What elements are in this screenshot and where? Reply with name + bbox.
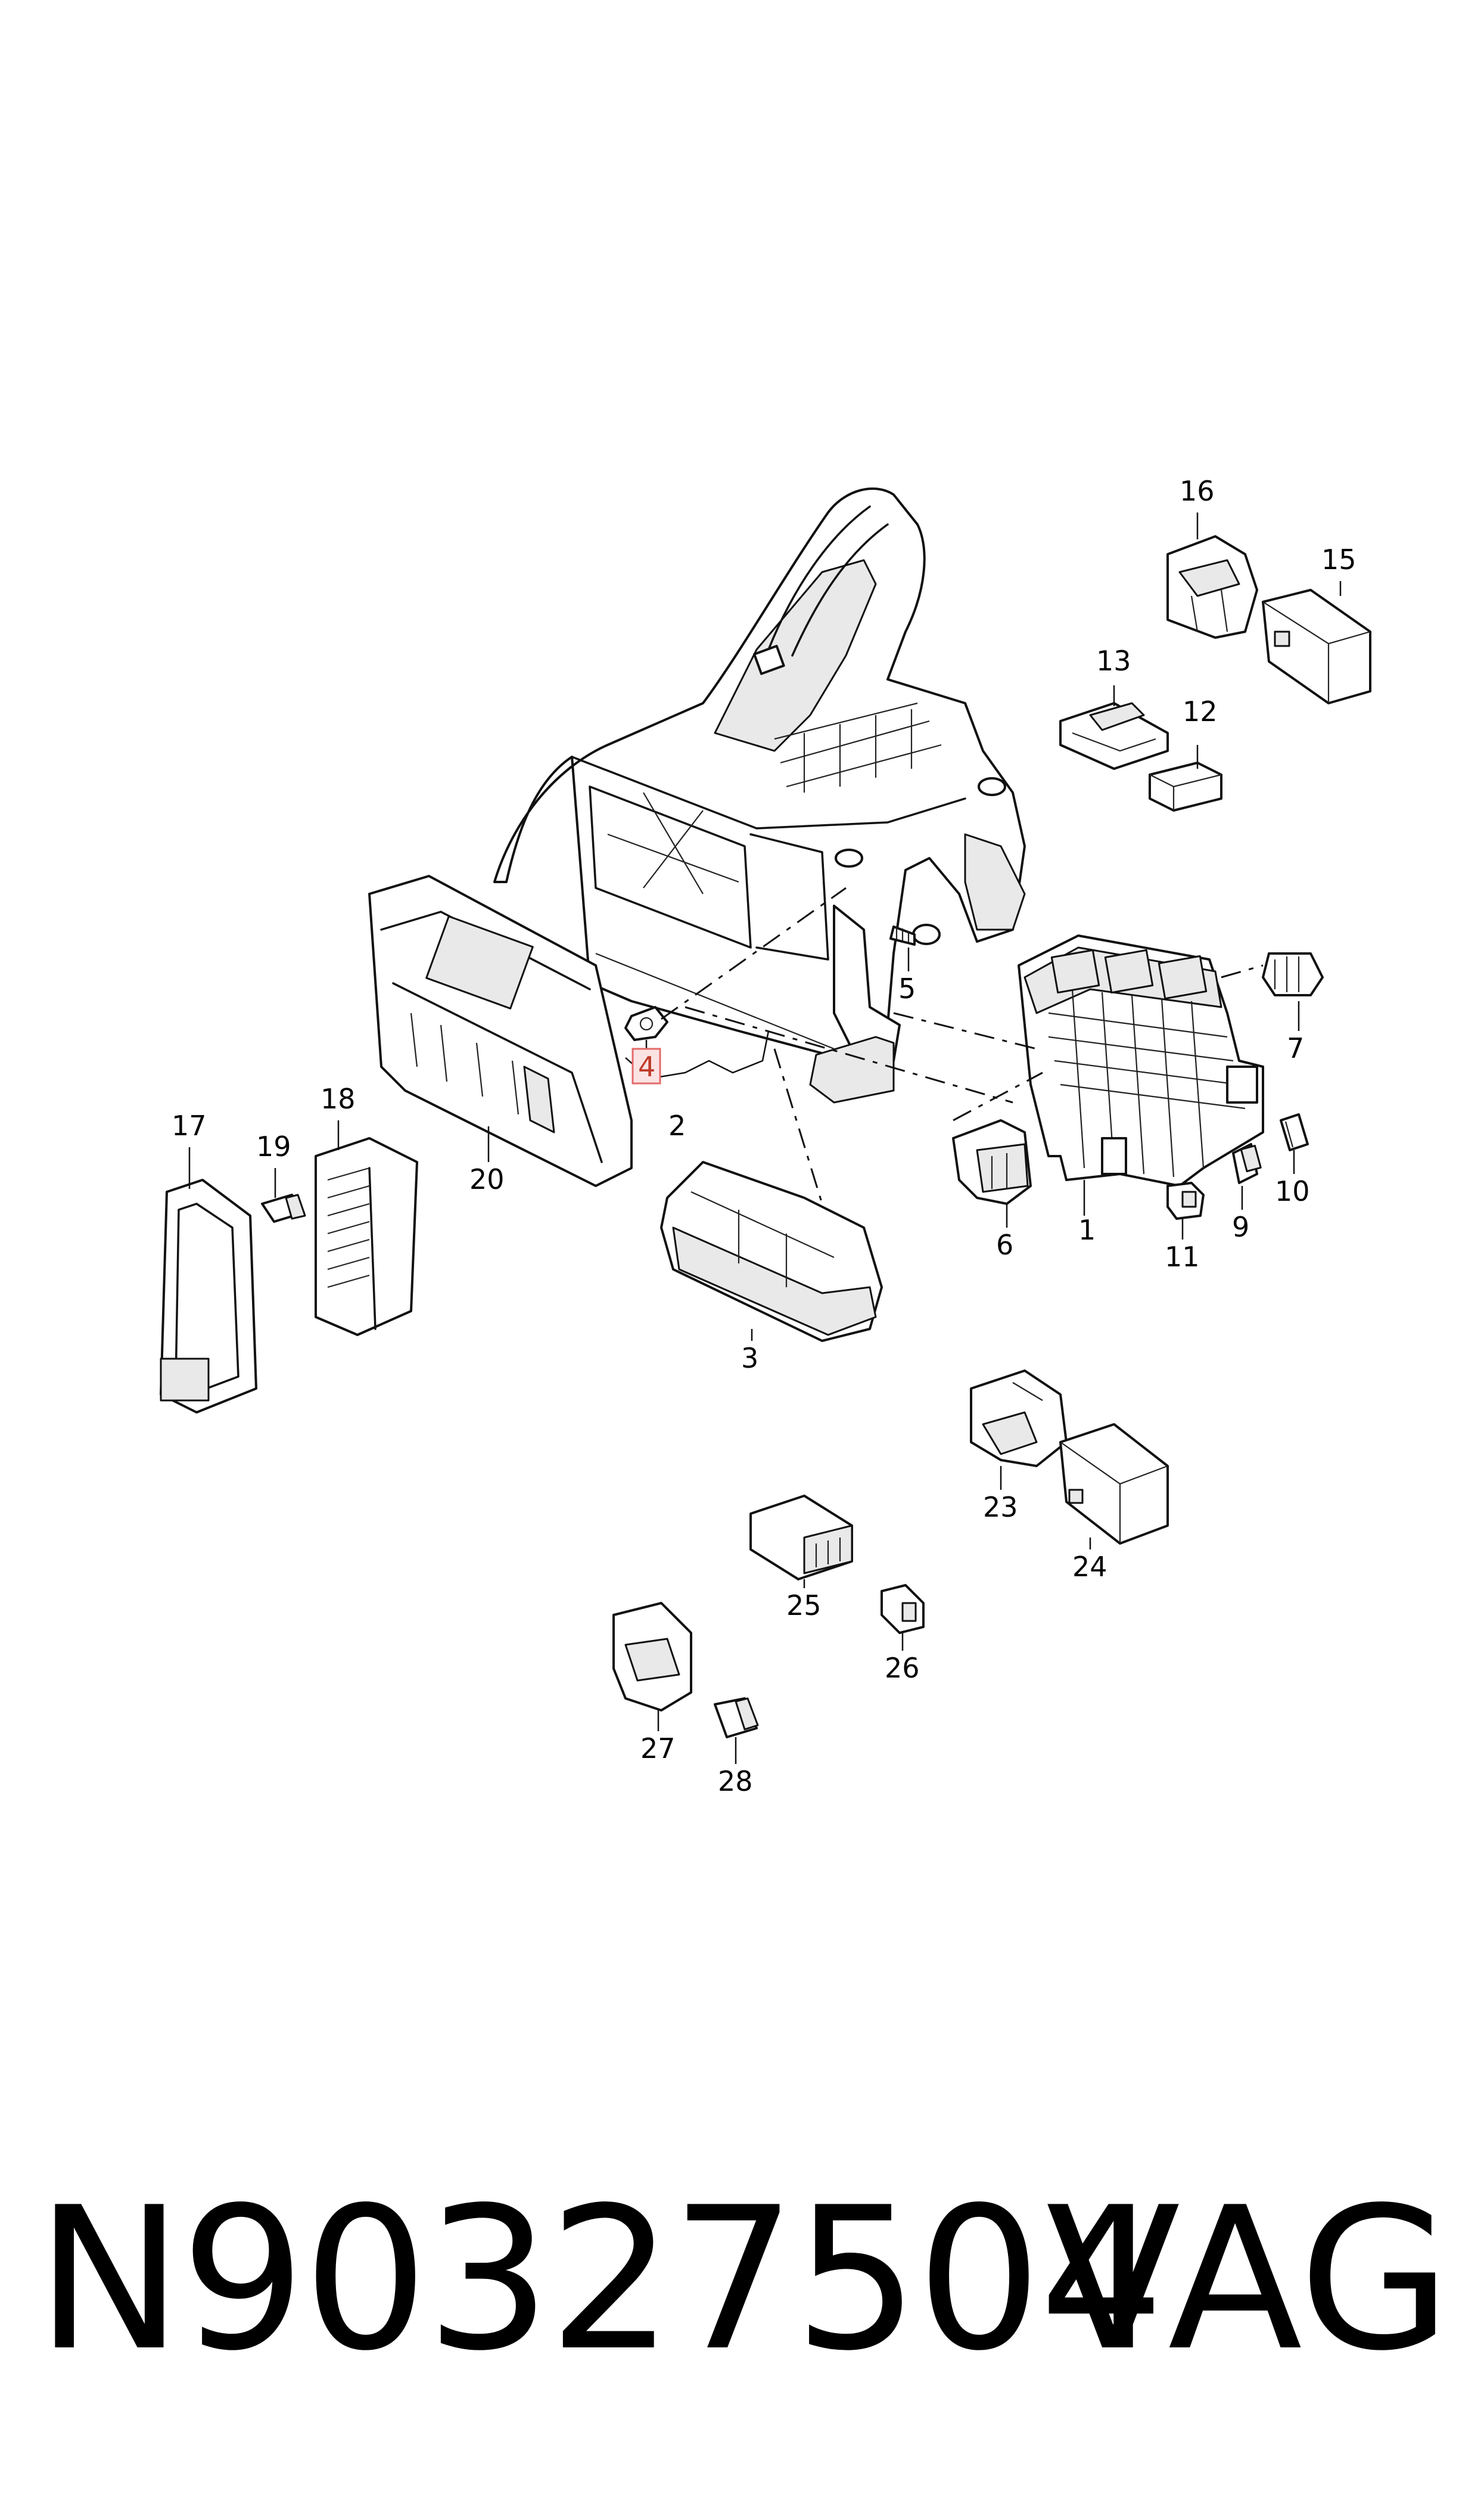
part-23-relay-holder xyxy=(970,1369,1068,1467)
callout-labels: 1 2 3 4 5 6 7 9 10 11 12 13 15 16 17 18 … xyxy=(172,475,1357,1797)
part-13-bracket xyxy=(1059,702,1169,770)
callout-13[interactable]: 13 xyxy=(1096,645,1131,677)
callout-7[interactable]: 7 xyxy=(1287,1032,1304,1064)
part-11-connector xyxy=(1166,1182,1205,1220)
part-20-control-module xyxy=(368,875,633,1187)
part-15-relay xyxy=(1262,589,1371,704)
callout-25[interactable]: 25 xyxy=(786,1589,822,1622)
part-28-fuse xyxy=(714,1697,759,1738)
part-1-fuse-box xyxy=(1018,934,1264,1187)
callout-3[interactable]: 3 xyxy=(741,1342,758,1374)
callout-10[interactable]: 10 xyxy=(1275,1175,1310,1207)
callout-12[interactable]: 12 xyxy=(1183,695,1218,728)
part-18-fuse-strip xyxy=(315,1137,418,1336)
part-3-cover xyxy=(660,1161,883,1342)
part-24-relay xyxy=(1059,1423,1169,1545)
callout-19[interactable]: 19 xyxy=(256,1130,291,1163)
callout-4-highlight-box xyxy=(631,1048,661,1085)
part-16-relay-holder xyxy=(1166,535,1258,639)
callout-26[interactable]: 26 xyxy=(885,1652,920,1684)
callout-2[interactable]: 2 xyxy=(668,1110,686,1142)
callout-4[interactable]: 4 xyxy=(638,1051,655,1083)
part-7-connector xyxy=(1262,952,1324,996)
callout-11[interactable]: 11 xyxy=(1165,1241,1200,1273)
callout-1[interactable]: 1 xyxy=(1078,1214,1096,1246)
part-6-relay-holder xyxy=(952,1119,1032,1205)
part-26-connector xyxy=(881,1584,925,1634)
callout-9[interactable]: 9 xyxy=(1232,1211,1249,1243)
part-5-screw xyxy=(889,924,941,946)
part-17-holder xyxy=(160,1179,257,1414)
callout-23[interactable]: 23 xyxy=(983,1491,1018,1523)
brand-name: VAG xyxy=(1046,2165,1451,2394)
callout-6[interactable]: 6 xyxy=(996,1229,1013,1261)
part-10-fuse xyxy=(1280,1113,1309,1151)
callout-16[interactable]: 16 xyxy=(1180,475,1215,507)
leader-lines xyxy=(188,513,1342,1764)
part-19-fuse xyxy=(261,1194,306,1223)
callout-28[interactable]: 28 xyxy=(718,1765,753,1797)
part-2-bracket xyxy=(493,487,1026,1104)
callout-5[interactable]: 5 xyxy=(898,973,916,1005)
part-4-clip-nut xyxy=(624,1006,668,1041)
callout-18[interactable]: 18 xyxy=(321,1083,356,1115)
callout-27[interactable]: 27 xyxy=(640,1732,676,1765)
callout-15[interactable]: 15 xyxy=(1321,543,1357,576)
part-number: N90327504 xyxy=(36,2165,1165,2394)
assembly-lines xyxy=(661,887,1264,1204)
callout-17[interactable]: 17 xyxy=(172,1110,207,1142)
callout-20[interactable]: 20 xyxy=(469,1163,505,1195)
callout-24[interactable]: 24 xyxy=(1072,1551,1107,1583)
part-27-relay-holder xyxy=(612,1602,692,1712)
part-25-connector xyxy=(749,1495,853,1580)
part-12-relay xyxy=(1149,762,1222,812)
part-9-fuse xyxy=(1232,1143,1262,1184)
